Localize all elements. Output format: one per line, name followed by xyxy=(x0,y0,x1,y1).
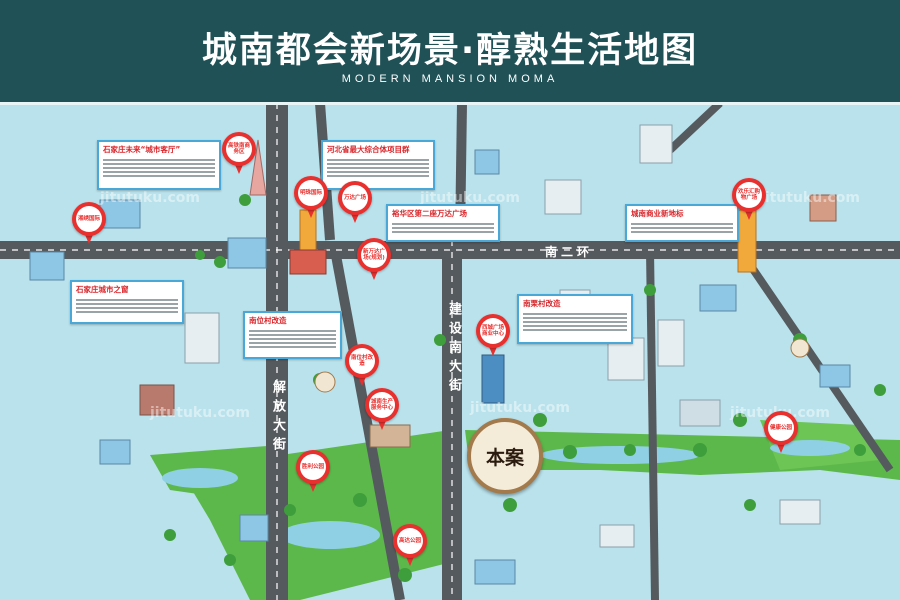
pin-label: 新万达广场(规划) xyxy=(362,248,385,262)
page-title: 城南都会新场景·醇熟生活地图 xyxy=(201,31,699,71)
pin-shengli-park[interactable]: 胜利公园 xyxy=(296,450,330,492)
road-east-3 xyxy=(736,247,894,473)
callout-title: 石家庄未来“城市客厅” xyxy=(103,145,181,154)
pin-label: 高铁南商务区 xyxy=(227,142,250,156)
page-subtitle: MODERN MANSION MOMA xyxy=(341,73,559,85)
callout-desc-lines xyxy=(388,220,498,236)
watermark: jitutuku.com xyxy=(150,405,251,421)
pin-label: 欢乐汇购物广场 xyxy=(737,188,760,202)
park-gazebo xyxy=(314,371,336,393)
callout-title: 城南商业新地标 xyxy=(631,209,684,218)
pin-xicheng-plaza[interactable]: 西城广场商业中心 xyxy=(476,314,510,356)
park-gazebo-2 xyxy=(790,338,810,358)
header-bar: 城南都会新场景·醇熟生活地图 MODERN MANSION MOMA xyxy=(0,0,900,105)
pin-mingzhu[interactable]: 明珠国际 xyxy=(294,176,328,218)
pond-south xyxy=(280,521,380,549)
callout-largest-complex: 河北省最大综合体项目群 xyxy=(321,140,435,190)
callout-desc-lines xyxy=(627,220,737,236)
callout-title: 南位村改造 xyxy=(249,316,287,325)
road-east-2 xyxy=(646,249,659,600)
pin-label: 万达广场 xyxy=(343,194,366,201)
callout-wanda-plaza: 裕华区第二座万达广场 xyxy=(386,204,500,242)
callout-desc-lines xyxy=(72,296,182,316)
pin-label: 城南生产服务中心 xyxy=(370,398,393,412)
road-label-jianshe: 建设南大街 xyxy=(446,302,461,397)
pin-label: 健康公园 xyxy=(769,424,792,431)
watermark: jitutuku.com xyxy=(760,190,861,206)
callout-title: 石家庄城市之窗 xyxy=(76,285,129,294)
watermark: jitutuku.com xyxy=(420,190,521,206)
road-diagonal-mid xyxy=(330,249,405,600)
callout-nanli-village: 南栗村改造 xyxy=(517,294,633,344)
callout-title: 河北省最大综合体项目群 xyxy=(327,145,410,154)
pond-east xyxy=(540,446,700,464)
callout-title: 南栗村改造 xyxy=(523,299,561,308)
pin-label: 南位村改造 xyxy=(350,354,373,368)
callout-desc-lines xyxy=(323,156,433,180)
callout-desc-lines xyxy=(519,310,631,334)
pin-label: 胜利公园 xyxy=(301,463,324,470)
pin-label: 西城广场商业中心 xyxy=(481,324,504,338)
callout-desc-lines xyxy=(99,156,219,180)
callout-nanwei-village: 南位村改造 xyxy=(243,311,342,359)
pin-high-speed-rail[interactable]: 高铁南商务区 xyxy=(222,132,256,174)
pin-label: 高达公园 xyxy=(398,537,421,544)
road-east-1 xyxy=(667,100,723,153)
pin-label: 明珠国际 xyxy=(299,189,322,196)
pin-label: 湘绣国际 xyxy=(77,215,100,222)
pin-wanda[interactable]: 万达广场 xyxy=(338,181,372,223)
project-marker[interactable]: 本案 xyxy=(467,418,543,494)
pin-gaoda-park[interactable]: 高达公园 xyxy=(393,524,427,566)
callout-title: 裕华区第二座万达广场 xyxy=(392,209,467,218)
callout-city-living-room: 石家庄未来“城市客厅” xyxy=(97,140,221,190)
callout-city-window: 石家庄城市之窗 xyxy=(70,280,184,324)
road-label-nanerhuan: 南二环 xyxy=(545,245,594,259)
watermark: jitutuku.com xyxy=(470,400,571,416)
pin-xiangxiu[interactable]: 湘绣国际 xyxy=(72,202,106,244)
pin-health-park[interactable]: 健康公园 xyxy=(764,411,798,453)
pond-east-2 xyxy=(770,440,850,456)
road-label-jiefang: 解放大街 xyxy=(270,380,285,456)
callout-desc-lines xyxy=(245,327,340,351)
watermark: jitutuku.com xyxy=(100,190,201,206)
pin-new-wanda[interactable]: 新万达广场(规划) xyxy=(357,238,391,280)
pin-huanlehui[interactable]: 欢乐汇购物广场 xyxy=(732,178,766,220)
pin-service-center[interactable]: 城南生产服务中心 xyxy=(365,388,399,430)
callout-commercial-landmark: 城南商业新地标 xyxy=(625,204,739,242)
pin-nanwei[interactable]: 南位村改造 xyxy=(345,344,379,386)
pond-southwest xyxy=(162,468,238,488)
